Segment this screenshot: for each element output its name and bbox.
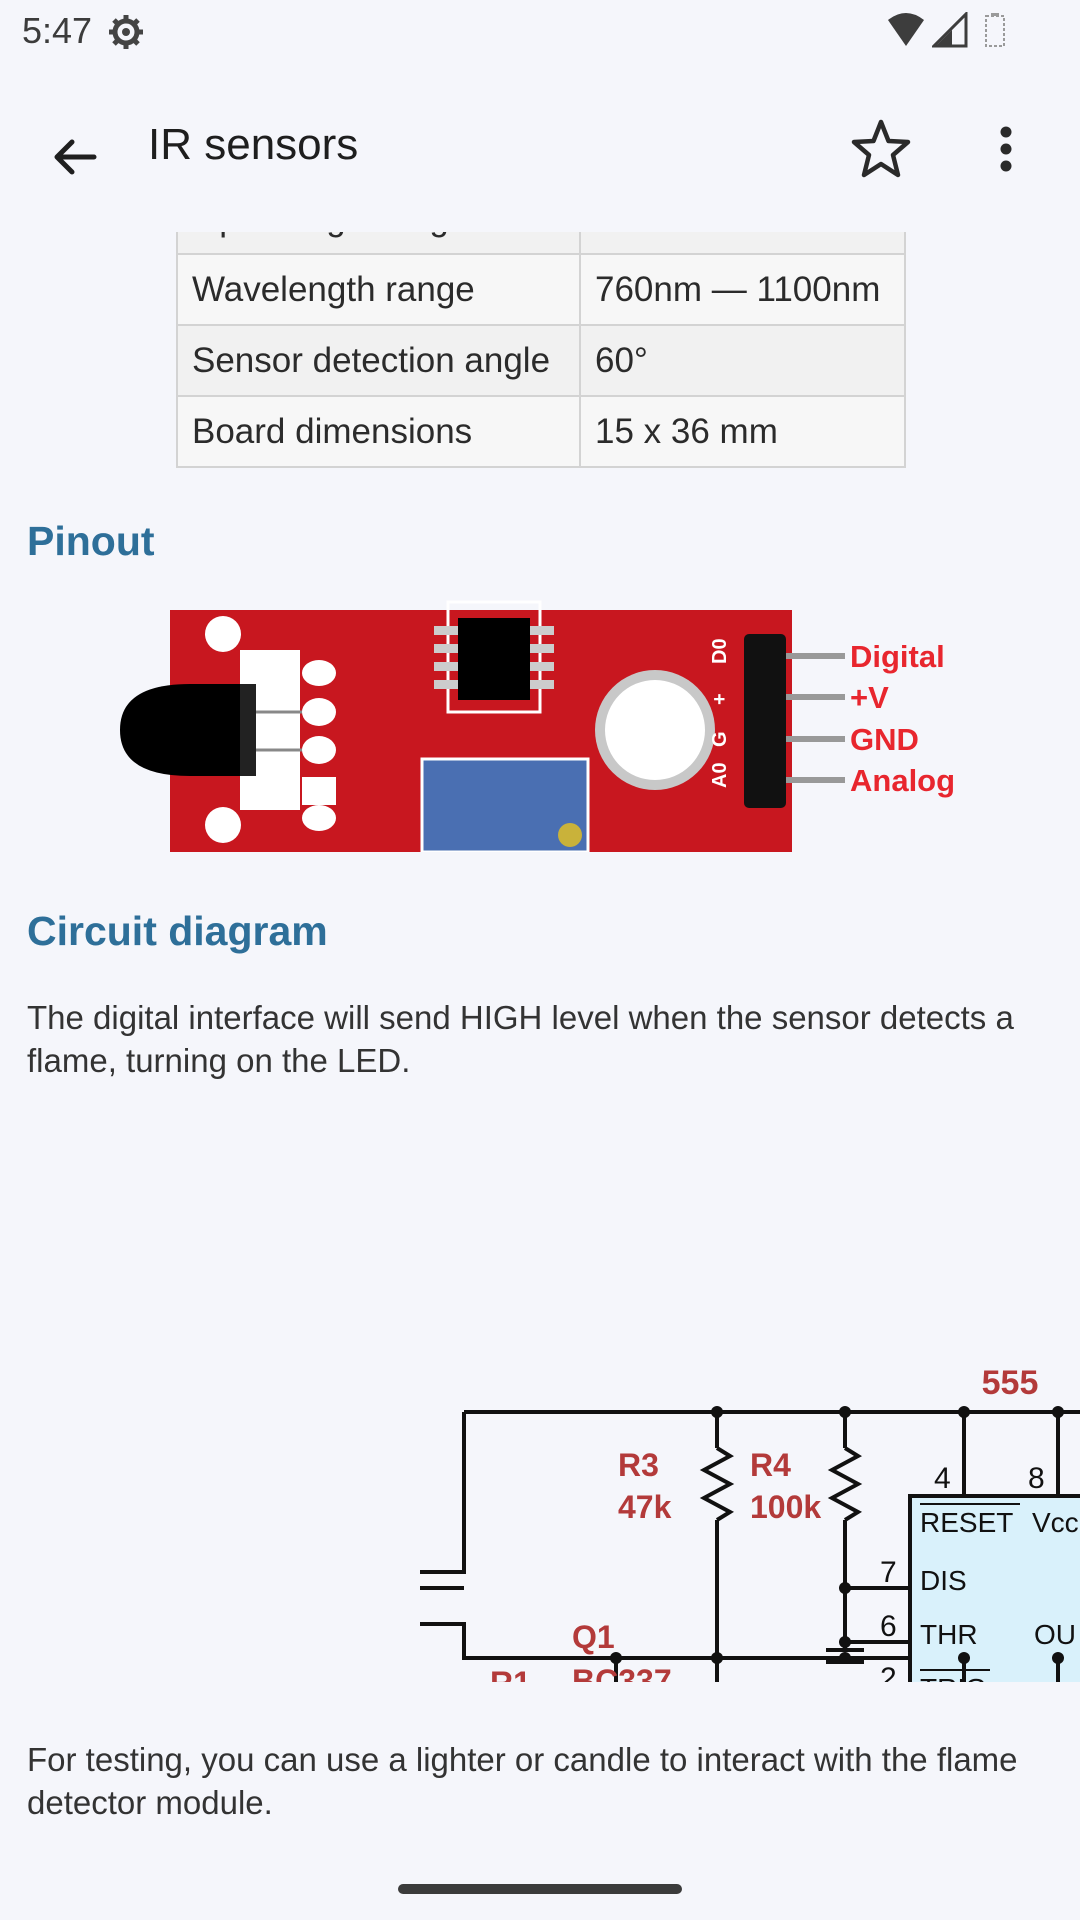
favorite-button[interactable]: [846, 114, 916, 184]
circuit-label: 8: [1028, 1462, 1045, 1495]
circuit-junction: [958, 1406, 970, 1418]
circuit-label: 7: [880, 1556, 897, 1589]
circuit-label: Q1: [572, 1619, 615, 1655]
circuit-label: TRIG: [920, 1673, 987, 1682]
ic-555: [908, 1494, 1080, 1682]
pin-label-vplus: +V: [850, 680, 889, 715]
spec-key: Wavelength range: [176, 253, 581, 326]
page-title: IR sensors: [148, 120, 359, 169]
board-pin-label: D0: [709, 638, 731, 664]
spec-key: Operating voltage: [176, 232, 581, 255]
circuit-label: R4: [750, 1447, 791, 1483]
circuit-wire: [420, 1412, 466, 1574]
spec-value: 760nm — 1100nm: [579, 253, 906, 326]
circuit-wire: [420, 1622, 1080, 1660]
pin-label-digital: Digital: [850, 639, 945, 674]
circuit-label: 4: [934, 1462, 951, 1495]
circuit-junction: [1052, 1406, 1064, 1418]
table-row: Sensor detection angle 60°: [176, 324, 906, 397]
circuit-junction: [839, 1652, 851, 1664]
spec-value: 15 x 36 mm: [579, 395, 906, 468]
pinout-image: D0 + G A0 Digital +V GND Analog: [120, 600, 955, 852]
circuit-wire: [699, 1446, 735, 1522]
board-pin-label: G: [709, 731, 731, 747]
circuit-label: KY-026: [150, 1680, 263, 1682]
pin-label-analog: Analog: [850, 763, 955, 798]
circuit-junction: [711, 1406, 723, 1418]
settings-gear-icon: [109, 15, 143, 49]
star-outline-icon: [851, 119, 911, 178]
circuit-label: R3: [618, 1447, 659, 1483]
circuit-label: THR: [920, 1619, 978, 1650]
status-bar: 5:47: [0, 0, 1080, 64]
circuit-description: The digital interface will send HIGH lev…: [27, 999, 1014, 1079]
board-pin-label: +: [709, 693, 731, 705]
circuit-label: 47k: [618, 1489, 672, 1525]
specs-table: Operating voltage 3.3 — 5.5 V DC Wavelen…: [176, 232, 906, 468]
circuit-junction: [1052, 1652, 1064, 1664]
circuit-junction: [839, 1582, 851, 1594]
more-vert-icon: [1000, 126, 1012, 172]
board-pin-label: A0: [709, 762, 731, 788]
more-options-button[interactable]: [975, 114, 1037, 184]
circuit-diagram-image: 555R347kR4100kQ1BC337R110kR247kC222uC210…: [150, 1364, 1080, 1682]
circuit-junction: [839, 1636, 851, 1648]
circuit-wire: [827, 1446, 863, 1522]
battery-icon: [985, 13, 1005, 47]
status-time: 5:47: [22, 10, 93, 51]
circuit-label: 555: [982, 1364, 1039, 1402]
circuit-label: BC337: [572, 1663, 672, 1682]
circuit-heading: Circuit diagram: [27, 908, 328, 954]
circuit-label: DIS: [920, 1565, 967, 1596]
spec-value: 3.3 — 5.5 V DC: [579, 232, 906, 255]
spec-key: Board dimensions: [176, 395, 581, 468]
app-bar: IR sensors: [0, 64, 1080, 232]
circuit-label: 100k: [750, 1489, 821, 1525]
signal-icon: [932, 12, 968, 48]
footer-paragraph: For testing, you can use a lighter or ca…: [27, 1741, 1018, 1821]
circuit-junction: [958, 1652, 970, 1664]
pinout-heading: Pinout: [27, 518, 155, 564]
circuit-junction: [711, 1652, 723, 1664]
spec-value: 60°: [579, 324, 906, 397]
wifi-icon: [888, 13, 924, 46]
circuit-junction: [610, 1652, 622, 1664]
table-row: Wavelength range 760nm — 1100nm: [176, 253, 906, 326]
circuit-label: R1: [490, 1665, 531, 1682]
pin-label-gnd: GND: [850, 722, 919, 757]
back-arrow-icon: [54, 139, 97, 175]
circuit-label: 6: [880, 1610, 897, 1643]
article-content[interactable]: Operating voltage 3.3 — 5.5 V DC Wavelen…: [0, 232, 1080, 1860]
spec-key: Sensor detection angle: [176, 324, 581, 397]
circuit-label: 2: [880, 1662, 897, 1682]
gesture-nav-bar[interactable]: [398, 1884, 682, 1894]
circuit-junction: [839, 1406, 851, 1418]
circuit-label: OU: [1034, 1619, 1076, 1650]
table-row: Board dimensions 15 x 36 mm: [176, 395, 906, 468]
circuit-label: RESET: [920, 1507, 1013, 1538]
back-button[interactable]: [40, 122, 110, 192]
circuit-label: Vcc: [1032, 1507, 1079, 1538]
circuit-wire: [715, 1658, 719, 1682]
table-row: Operating voltage 3.3 — 5.5 V DC: [176, 232, 906, 255]
